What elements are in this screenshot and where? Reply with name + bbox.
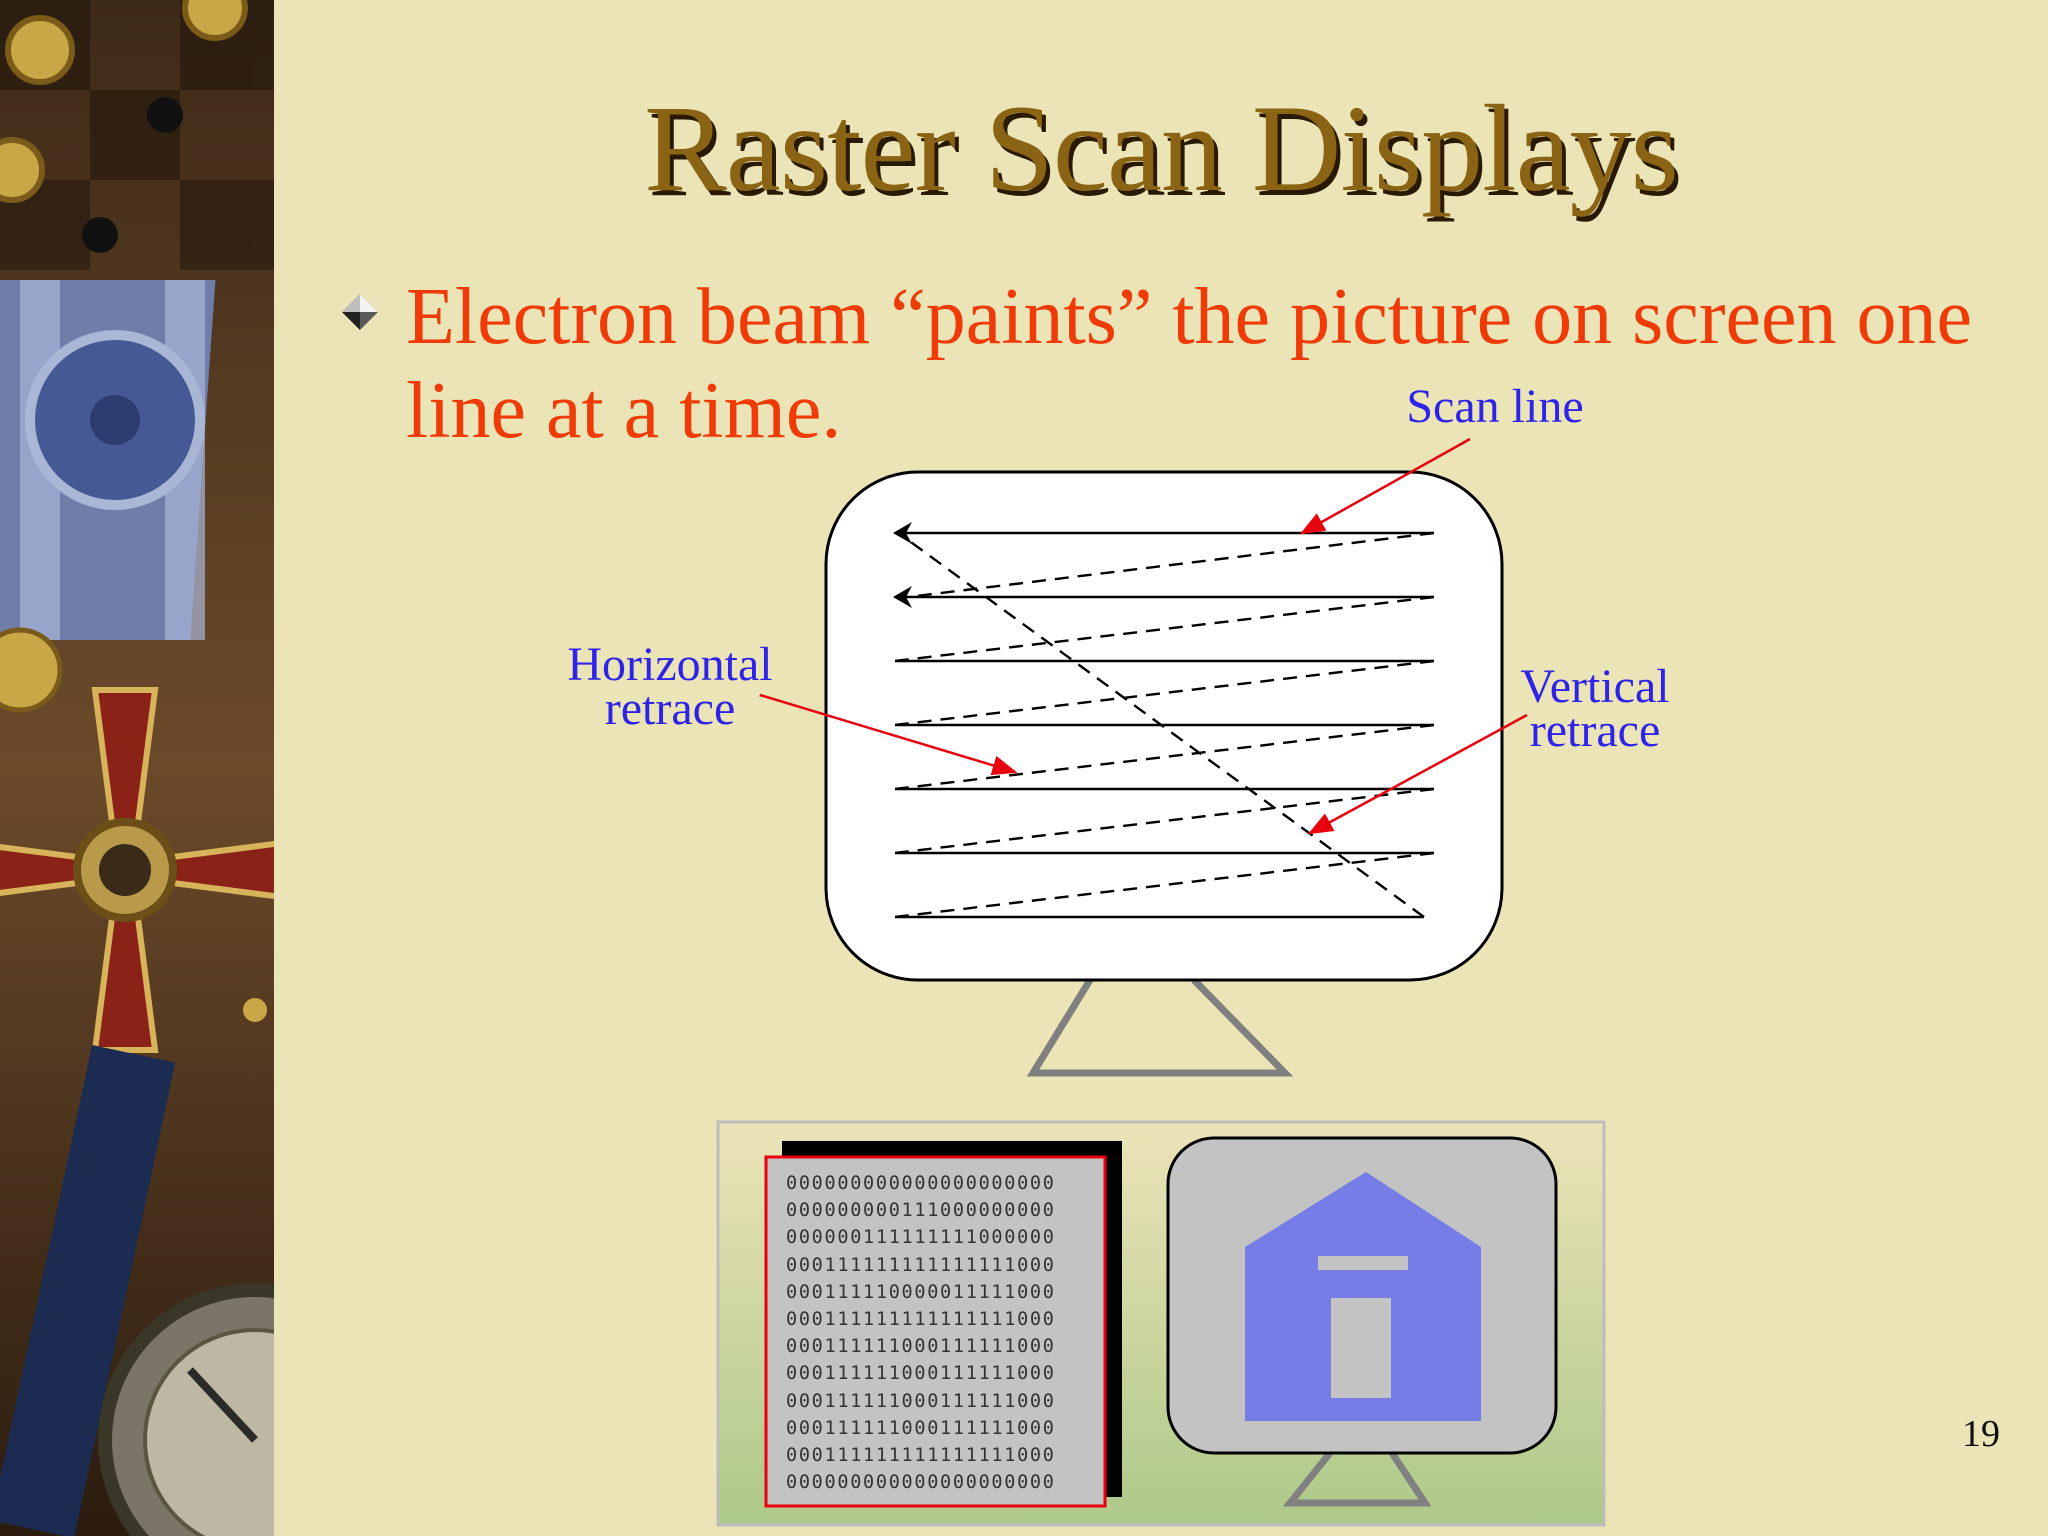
bit-row: 000111111111111111000 <box>786 1254 1056 1276</box>
vertical-retrace-label: Vertical retrace <box>1520 660 1670 757</box>
scan-line-label: Scan line <box>1406 380 1584 433</box>
diamond-bullet-icon <box>342 294 378 330</box>
mini-monitor-stand <box>1282 1450 1432 1507</box>
bit-row: 000000000000000000000 <box>786 1472 1056 1494</box>
scan-lines <box>895 531 1434 919</box>
frame-buffer-bits: 000000000000000000000 000000000111000000… <box>786 1170 1076 1496</box>
horizontal-retrace-label: Horizontal retrace <box>567 638 773 735</box>
bit-row: 000000000000000000000 <box>786 1173 1056 1194</box>
bit-row: 000000000111000000000 <box>786 1200 1056 1222</box>
bit-row: 000111111000111111000 <box>786 1363 1056 1385</box>
decorative-medals-image <box>0 0 274 1536</box>
bit-row: 000111111111111111000 <box>786 1445 1056 1467</box>
bit-row: 000111111111111111000 <box>786 1309 1056 1331</box>
monitor-stand <box>1026 977 1294 1077</box>
bullet-text: Electron beam “paints” the picture on sc… <box>406 273 1972 455</box>
house-icon <box>1245 1172 1481 1421</box>
bit-row: 000111111000111111000 <box>786 1417 1056 1439</box>
page-number: 19 <box>1962 1413 2000 1455</box>
bit-row: 000111111000111111000 <box>786 1390 1056 1412</box>
bit-row: 000111111000111111000 <box>786 1336 1056 1358</box>
horizontal-retrace-lines <box>894 531 1435 919</box>
frame-buffer-memory <box>764 1155 1107 1508</box>
slide-title: Raster Scan Displays <box>644 80 1679 217</box>
bit-row: 000000111111111000000 <box>786 1227 1056 1249</box>
bit-row: 000111110000011111000 <box>786 1281 1056 1303</box>
